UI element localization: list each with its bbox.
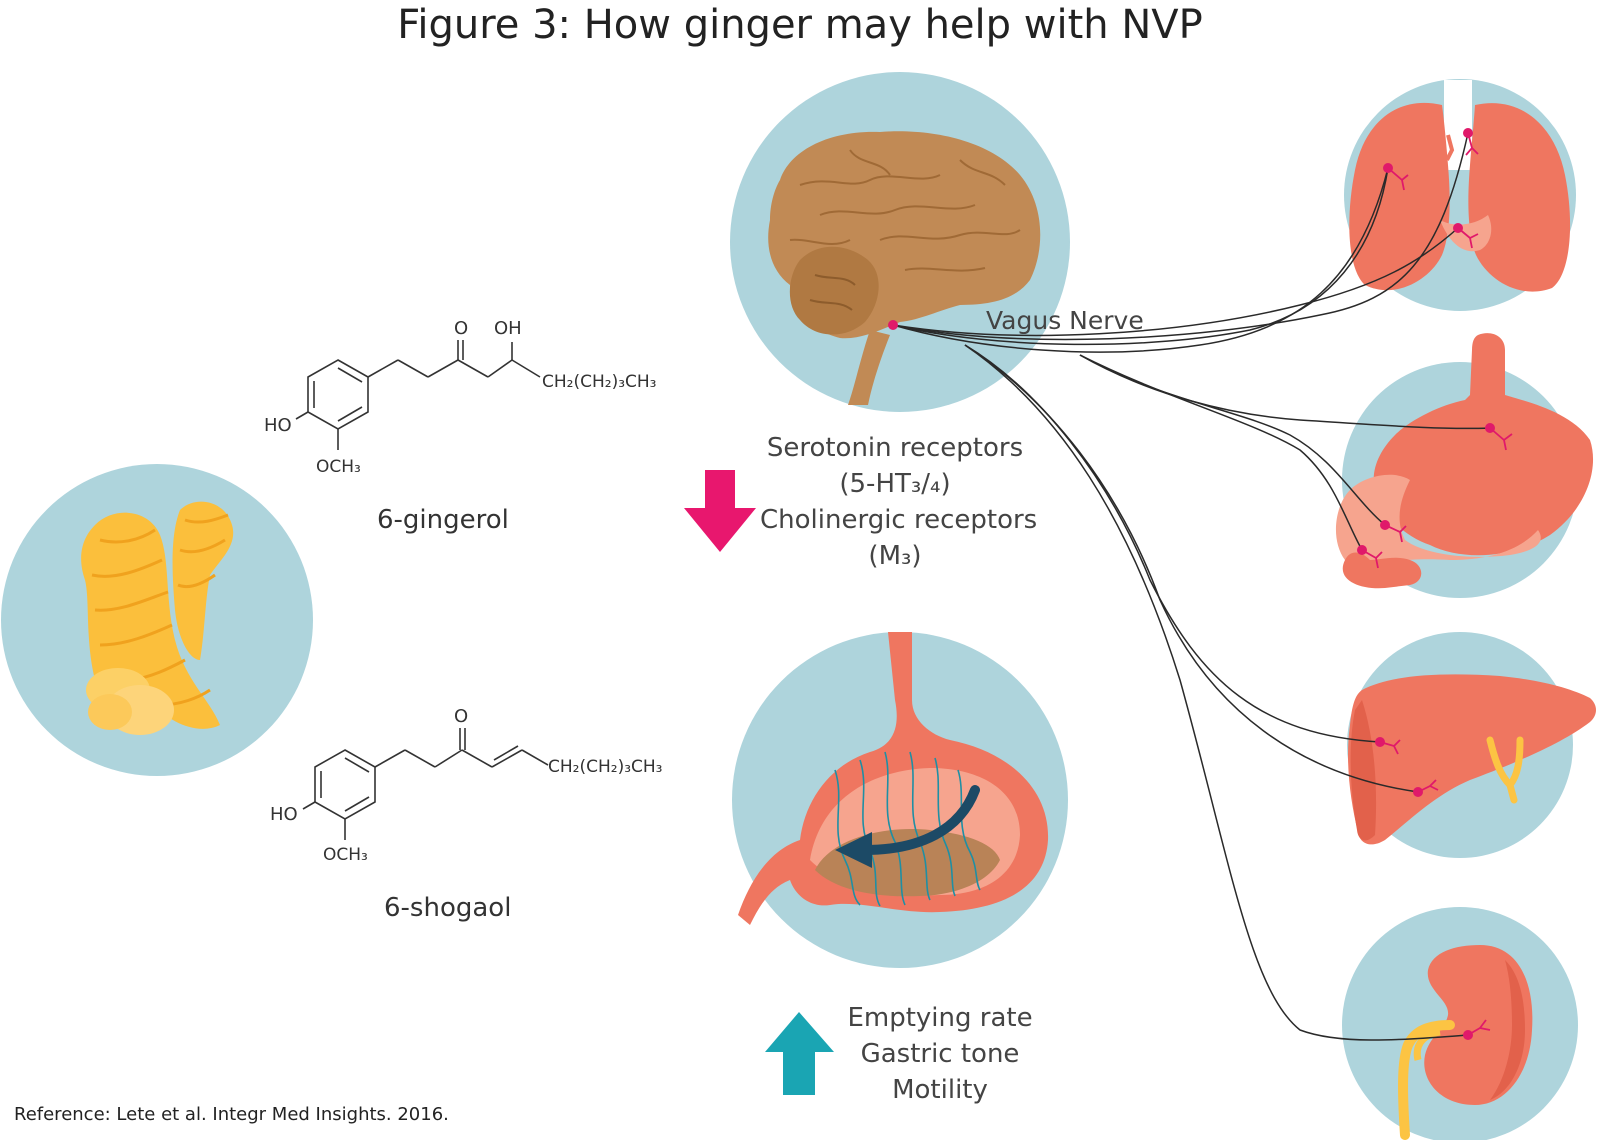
shogaol-name: 6-shogaol (384, 893, 512, 923)
gastric-line-3: Motility (892, 1075, 988, 1105)
receptors-text: Serotonin receptors (5-HT₃/₄) Cholinergi… (760, 430, 1038, 574)
receptor-line-3: Cholinergic receptors (760, 505, 1038, 535)
vagus-nerve-lines (892, 132, 1491, 1041)
shogaol-och3: OCH₃ (323, 845, 368, 865)
increase-arrow-icon (765, 1012, 834, 1095)
liver-icon (1347, 632, 1596, 858)
gingerol-chain: CH₂(CH₂)₃CH₃ (542, 372, 656, 392)
brain-icon (730, 72, 1070, 412)
reference-text: Reference: Lete et al. Integr Med Insigh… (14, 1104, 449, 1125)
gingerol-name: 6-gingerol (377, 505, 509, 535)
vagus-nerve-label: Vagus Nerve (986, 306, 1144, 335)
gingerol-och3: OCH₃ (316, 457, 361, 477)
lungs-icon (1344, 79, 1576, 311)
shogaol-ho: HO (270, 804, 298, 825)
decrease-arrow-icon (684, 470, 756, 552)
ginger-root-icon (1, 464, 313, 776)
shogaol-carbonyl-o: O (454, 706, 468, 727)
gingerol-ho: HO (264, 415, 292, 436)
nerve-branch-marks (1361, 132, 1513, 1036)
gastric-line-1: Emptying rate (847, 1003, 1033, 1033)
gingerol-hydroxyl: OH (494, 318, 522, 339)
receptor-line-2: (5-HT₃/₄) (839, 469, 951, 499)
stomach-motility-icon (732, 632, 1068, 968)
figure-title: Figure 3: How ginger may help with NVP (397, 2, 1203, 48)
receptor-line-1: Serotonin receptors (766, 433, 1024, 463)
gastric-text: Emptying rate Gastric tone Motility (835, 1000, 1045, 1108)
receptor-line-4: (M₃) (868, 541, 922, 571)
shogaol-structure (302, 728, 549, 840)
stomach-icon (1335, 333, 1594, 598)
gingerol-carbonyl-o: O (454, 318, 468, 339)
shogaol-chain: CH₂(CH₂)₃CH₃ (548, 757, 662, 777)
kidney-icon (1342, 907, 1578, 1140)
gingerol-structure (295, 340, 541, 450)
gastric-line-2: Gastric tone (860, 1039, 1020, 1069)
